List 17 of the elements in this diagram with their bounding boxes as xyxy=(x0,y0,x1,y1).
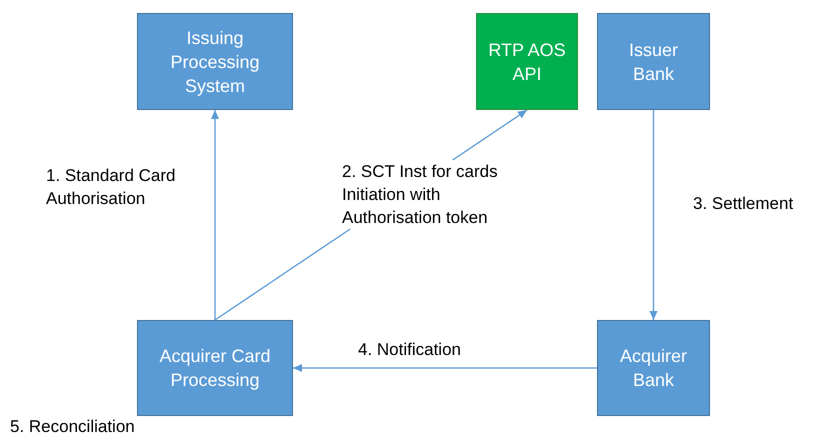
process-box xyxy=(476,13,578,110)
process-box xyxy=(137,320,293,416)
box-label: Acquirer Card Processing xyxy=(158,345,272,392)
arrow xyxy=(293,364,597,372)
edge-label: 1. Standard Card Authorisation xyxy=(46,165,176,210)
box-label: Issuing Processing System xyxy=(169,26,261,98)
box-label: Acquirer Bank xyxy=(618,345,688,392)
edge-label: 4. Notification xyxy=(358,339,462,361)
process-box xyxy=(597,320,710,416)
arrow xyxy=(650,110,658,320)
arrow xyxy=(211,110,219,320)
note-text: 5. Reconciliation xyxy=(10,418,135,436)
box-label: Issuer Bank xyxy=(628,38,680,86)
box-label: RTP AOS API xyxy=(487,38,567,86)
process-box xyxy=(597,13,710,110)
process-box xyxy=(137,13,293,110)
edge-label: 3. Settlement xyxy=(693,193,794,215)
